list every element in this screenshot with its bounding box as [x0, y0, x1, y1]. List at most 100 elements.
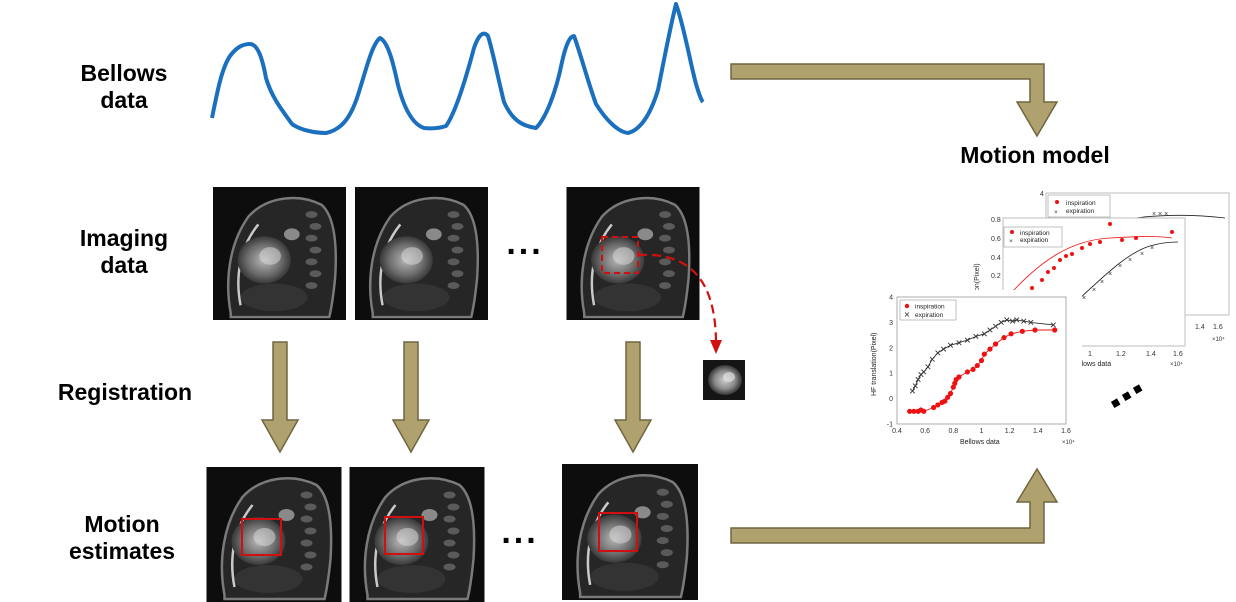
chart-x-exponent: ×10⁴: [1062, 439, 1075, 446]
y-tick-label-3: 2: [889, 345, 893, 352]
svg-text:inspiration: inspiration: [1066, 200, 1096, 207]
x-tick-label-4: 1.2: [1005, 428, 1015, 435]
bellows-data-label: Bellows data: [62, 60, 186, 114]
motion-estimate-2: [349, 467, 485, 602]
svg-text:×: ×: [1082, 295, 1086, 302]
y-tick-label-1: 0: [889, 396, 893, 403]
svg-text:×: ×: [1140, 251, 1144, 258]
svg-text:×: ×: [1092, 287, 1096, 294]
point-inspiration-24: [1020, 329, 1025, 334]
point-inspiration-16: [970, 367, 975, 372]
svg-text:×: ×: [1054, 209, 1058, 216]
svg-text:×: ×: [1009, 238, 1013, 245]
svg-text:1.4: 1.4: [1195, 324, 1205, 331]
mri-frame-1-image: [213, 187, 346, 320]
mri-frame-1: [213, 187, 346, 320]
y-tick-label-0: -1: [887, 422, 893, 429]
registration-arrow-3: [615, 342, 651, 452]
svg-text:1.2: 1.2: [1116, 351, 1126, 358]
registration-arrows: [255, 338, 655, 456]
point-inspiration-26: [1052, 327, 1057, 332]
svg-text:0.2: 0.2: [991, 273, 1001, 280]
point-inspiration-19: [982, 352, 987, 357]
registration-arrow-1: [262, 342, 298, 452]
svg-text:×: ×: [1108, 271, 1112, 278]
legend-label-expiration: expiration: [915, 312, 944, 319]
x-tick-label-6: 1.6: [1061, 428, 1071, 435]
roi-dashed-box: [602, 237, 638, 273]
chart-y-label: HF translation(Pixel): [871, 333, 878, 396]
mri-frame-2-image: [355, 187, 488, 320]
svg-text:expiration: expiration: [1066, 208, 1095, 215]
motion-estimates-label-line2: estimates: [52, 538, 192, 565]
legend-marker-inspiration: [905, 304, 909, 308]
motion-model-chart: 0.4 0.6 0.8 1 1.2 1.4 1.6 -1 0 1 2 3 4 inspiration ex…: [866, 290, 1082, 448]
motion-estimate-1-roi: [241, 518, 282, 556]
svg-text:× × ×: × × ×: [1152, 211, 1168, 218]
imaging-ellipsis: ...: [490, 230, 560, 257]
imaging-data-label-line2: data: [62, 252, 186, 279]
x-tick-label-5: 1.4: [1033, 428, 1043, 435]
point-inspiration-15: [965, 369, 970, 374]
motion-estimate-n-roi: [598, 512, 638, 552]
imaging-data-label: Imaging data: [62, 225, 186, 279]
roi-crop-arrow: [638, 255, 716, 344]
motion-estimate-2-roi: [384, 516, 424, 555]
estimates-to-model-arrow: [731, 469, 1057, 543]
registration-arrow-2: [393, 342, 429, 452]
svg-text:0.4: 0.4: [991, 255, 1001, 262]
svg-text:1: 1: [1088, 351, 1092, 358]
x-tick-label-0: 0.4: [892, 428, 902, 435]
model-ellipsis-dot-1: [1111, 398, 1121, 408]
chart-x-label: Bellows data: [960, 439, 1000, 446]
motion-estimates-label-line1: Motion: [52, 511, 192, 538]
bellows-to-model-arrow: [731, 64, 1057, 136]
estimates-ellipsis: ...: [485, 519, 555, 546]
point-inspiration-17: [975, 363, 980, 368]
y-tick-label-4: 3: [889, 320, 893, 327]
imaging-data-label-line1: Imaging: [62, 225, 186, 252]
registration-label: Registration: [40, 379, 210, 406]
model-ellipsis: [1100, 380, 1150, 415]
svg-text:4: 4: [1040, 191, 1044, 198]
svg-text:×: ×: [1100, 279, 1104, 286]
model-ellipsis-dot-2: [1122, 391, 1132, 401]
point-inspiration-20: [987, 346, 992, 351]
point-inspiration-18: [979, 358, 984, 363]
x-tick-label-3: 1: [980, 428, 984, 435]
point-inspiration-10: [948, 391, 953, 396]
svg-text:inspiration: inspiration: [1020, 230, 1050, 237]
svg-text:1.4: 1.4: [1146, 351, 1156, 358]
x-tick-label-1: 0.6: [920, 428, 930, 435]
bellows-data-label-line2: data: [62, 87, 186, 114]
legend-label-inspiration: inspiration: [915, 303, 945, 310]
x-tick-label-2: 0.8: [948, 428, 958, 435]
motion-estimate-n: [562, 462, 698, 602]
svg-text:×: ×: [1150, 245, 1154, 252]
svg-text:×: ×: [1128, 257, 1132, 264]
model-ellipsis-dot-3: [1133, 384, 1143, 394]
point-inspiration-25: [1032, 327, 1037, 332]
svg-text:1.6: 1.6: [1213, 324, 1223, 331]
svg-text:1.6: 1.6: [1173, 351, 1183, 358]
svg-text:expiration: expiration: [1020, 237, 1049, 244]
svg-text:0.6: 0.6: [991, 236, 1001, 243]
point-inspiration-14: [956, 374, 961, 379]
motion-estimate-1: [206, 467, 342, 602]
bellows-signal-line: [212, 4, 703, 133]
point-inspiration-21: [993, 341, 998, 346]
bellows-data-label-line1: Bellows: [62, 60, 186, 87]
svg-text:×10⁴: ×10⁴: [1170, 361, 1183, 368]
svg-text:llows data: llows data: [1080, 361, 1111, 368]
mri-frame-2: [355, 187, 488, 320]
svg-text:×10⁴: ×10⁴: [1212, 336, 1225, 343]
svg-text:0.8: 0.8: [991, 217, 1001, 224]
bellows-signal: [205, 0, 705, 145]
y-tick-label-2: 1: [889, 371, 893, 378]
svg-text:×: ×: [1118, 263, 1122, 270]
y-tick-label-5: 4: [889, 295, 893, 302]
motion-estimates-label: Motion estimates: [52, 511, 192, 565]
point-inspiration-23: [1008, 331, 1013, 336]
chart-legend: inspiration expiration: [900, 300, 956, 320]
point-inspiration-4: [921, 409, 926, 414]
